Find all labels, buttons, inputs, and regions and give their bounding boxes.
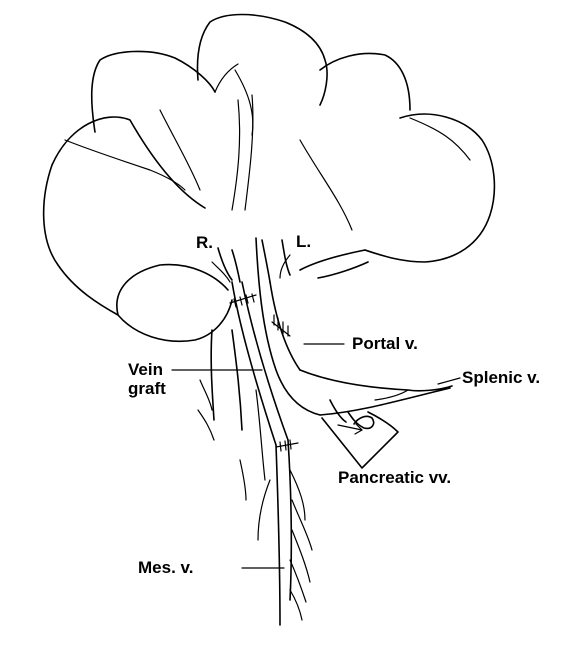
label-vein-graft-line2: graft <box>128 379 166 398</box>
splenic-vein-vessel <box>300 370 452 415</box>
vein-graft-vessel <box>232 282 288 445</box>
label-right-lobe: R. <box>196 233 213 252</box>
mesenteric-vein-vessel <box>276 440 291 625</box>
right-lobe-lower-outline <box>117 265 232 342</box>
upper-left-lobe-outline <box>92 51 215 132</box>
label-splenic-vein: Splenic v. <box>462 368 540 387</box>
label-portal-vein: Portal v. <box>352 334 418 353</box>
right-liver-lobe-outline <box>365 114 494 262</box>
central-top-lobe-outline <box>198 15 328 106</box>
lower-graft-sutures <box>276 440 298 451</box>
label-vein-graft-line1: Vein <box>128 360 163 379</box>
pancreatic-vessel-loop <box>330 400 374 428</box>
label-mesenteric-vein: Mes. v. <box>138 558 193 577</box>
labels: R. L. Portal v. Vein graft Splenic v. Pa… <box>128 232 540 577</box>
vessels <box>198 238 452 625</box>
portal-sutures <box>272 315 290 336</box>
label-left-lobe: L. <box>296 232 311 251</box>
splenic-vein-leader <box>438 378 460 384</box>
leader-lines <box>172 344 460 568</box>
left-lobe-lower-outline <box>300 250 368 278</box>
left-lobe-crease <box>65 140 185 190</box>
pancreatic-box-outline <box>322 412 398 468</box>
right-back-lobe-outline <box>320 53 410 110</box>
label-pancreatic-veins: Pancreatic vv. <box>338 468 451 487</box>
liver-outline <box>44 15 495 342</box>
right-branch-vessel <box>218 248 240 282</box>
ivc-vessel <box>211 330 242 430</box>
